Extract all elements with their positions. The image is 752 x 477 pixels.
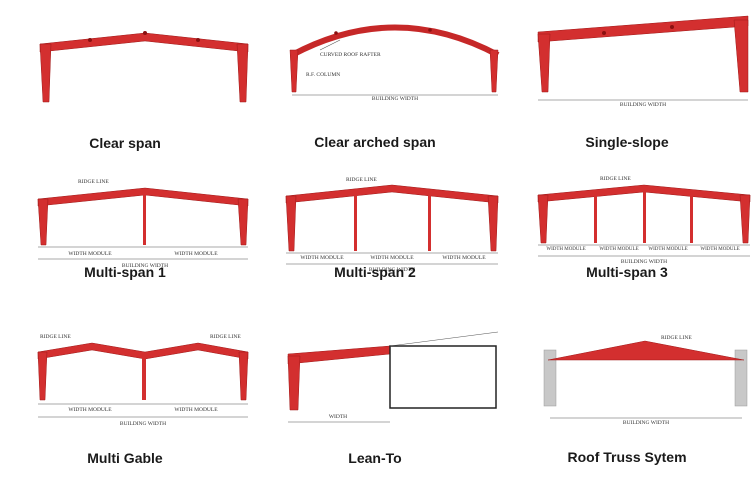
frame-multi-gable: RIDGE LINE RIDGE LINE WIDTH MODULE WIDTH… [0,318,250,477]
label-ridge-line: RIDGE LINE [661,335,692,341]
label-building-width: BUILDING WIDTH [369,267,415,273]
label-width-module-1: WIDTH MODULE [68,407,112,413]
frame-lean-to: WIDTH Lean-To [250,318,500,477]
label-building-width: BUILDING WIDTH [621,259,667,265]
caption-clear-span: Clear span [89,135,161,151]
roof-truss-diagram: RIDGE LINE BUILDING WIDTH [543,335,748,426]
caption-clear-arched-span: Clear arched span [314,134,436,150]
label-width: WIDTH [329,414,347,420]
label-width-module-1: WIDTH MODULE [68,251,112,257]
label-rf-column: R.F. COLUMN [306,72,340,78]
frame-multi-span-3: RIDGE LINE WIDTH MODULE WIDTH MODULE WID… [502,159,752,318]
caption-multi-span-1: Multi-span 1 [84,264,166,280]
caption-multi-span-3: Multi-span 3 [586,264,668,280]
label-width-module-2: WIDTH MODULE [174,407,218,413]
label-building-width: BUILDING WIDTH [620,102,666,108]
single-slope-diagram: BUILDING WIDTH [537,15,749,108]
label-curved-rafter: CURVED ROOF RAFTER [320,52,381,58]
frame-clear-arched-span: CURVED ROOF RAFTER R.F. COLUMN BUILDING … [250,0,500,159]
frame-roof-truss-system: RIDGE LINE BUILDING WIDTH Roof Truss Syt… [502,318,752,477]
label-width-module-3: WIDTH MODULE [648,247,687,252]
clear-arched-diagram: CURVED ROOF RAFTER R.F. COLUMN BUILDING … [289,24,500,102]
label-width-module-3: WIDTH MODULE [442,255,486,261]
caption-single-slope: Single-slope [585,134,669,150]
label-ridge-line: RIDGE LINE [78,179,109,185]
label-ridge-line-1: RIDGE LINE [40,334,71,340]
caption-lean-to: Lean-To [348,450,402,466]
caption-roof-truss-system: Roof Truss Sytem [567,449,687,465]
label-width-module-1: WIDTH MODULE [546,247,585,252]
frame-clear-span: Clear span [0,0,250,159]
caption-multi-gable: Multi Gable [87,450,163,466]
label-building-width: BUILDING WIDTH [372,96,418,102]
multi-span-3-diagram: RIDGE LINE WIDTH MODULE WIDTH MODULE WID… [537,176,751,265]
label-building-width: BUILDING WIDTH [623,420,669,426]
caption-multi-span-2: Multi-span 2 [334,264,416,280]
frame-single-slope: BUILDING WIDTH Single-slope [502,0,752,159]
label-width-module-1: WIDTH MODULE [300,255,344,261]
label-ridge-line: RIDGE LINE [600,176,631,182]
multi-gable-diagram: RIDGE LINE RIDGE LINE WIDTH MODULE WIDTH… [37,334,249,427]
frame-multi-span-1: RIDGE LINE WIDTH MODULE WIDTH MODULE BUI… [0,159,250,318]
clear-span-diagram [39,31,249,103]
label-ridge-line-2: RIDGE LINE [210,334,241,340]
label-width-module-4: WIDTH MODULE [700,247,739,252]
label-width-module-2: WIDTH MODULE [599,247,638,252]
label-width-module-2: WIDTH MODULE [174,251,218,257]
lean-to-diagram: WIDTH [287,331,499,423]
label-building-width: BUILDING WIDTH [120,421,166,427]
multi-span-2-diagram: RIDGE LINE WIDTH MODULE WIDTH MODULE WID… [285,177,499,273]
frame-multi-span-2: RIDGE LINE WIDTH MODULE WIDTH MODULE WID… [250,159,500,318]
label-width-module-2: WIDTH MODULE [370,255,414,261]
multi-span-1-diagram: RIDGE LINE WIDTH MODULE WIDTH MODULE BUI… [37,179,249,269]
label-building-width: BUILDING WIDTH [122,263,168,269]
label-ridge-line: RIDGE LINE [346,177,377,183]
